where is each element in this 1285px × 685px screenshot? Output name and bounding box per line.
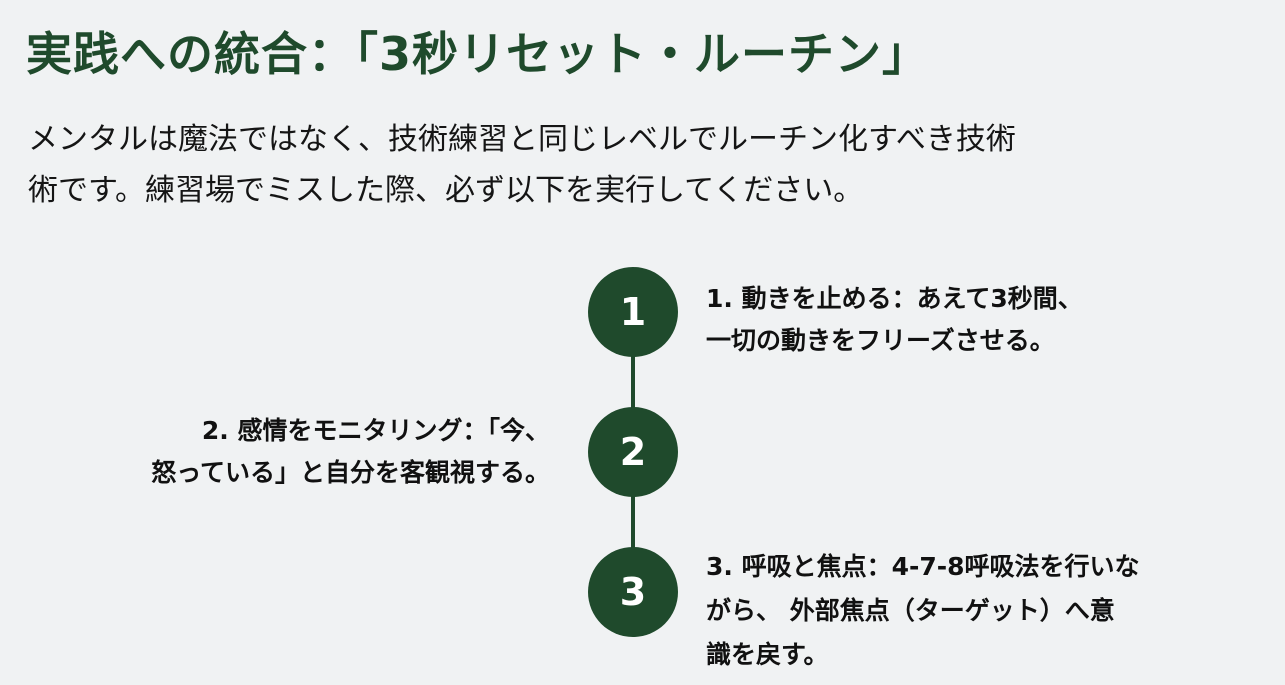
intro-line: メンタルは魔法ではなく、技術練習と同じレベルでルーチン化すべき技術 <box>28 122 1016 157</box>
step-1-badge: 1 <box>588 267 678 357</box>
step-3-text: 3. 呼吸と焦点：4-7-8呼吸法を行いな がら、 外部焦点（ターゲット）へ意 … <box>706 545 1140 677</box>
step-line: 怒っている」と自分を客観視する。 <box>151 458 550 487</box>
step-line: 2. 感情をモニタリング：「今、 <box>201 416 550 445</box>
step-1-text: 1. 動きを止める：あえて3秒間、 一切の動きをフリーズさせる。 <box>706 278 1083 362</box>
step-line: がら、 外部焦点（ターゲット）へ意 <box>706 596 1115 625</box>
step-3-badge: 3 <box>588 547 678 637</box>
step-line: 3. 呼吸と焦点：4-7-8呼吸法を行いな <box>706 552 1140 581</box>
step-line: 1. 動きを止める：あえて3秒間、 <box>706 284 1083 313</box>
intro-line: 術です。練習場でミスした際、必ず以下を実行してください。 <box>28 173 864 208</box>
intro-paragraph: メンタルは魔法ではなく、技術練習と同じレベルでルーチン化すべき技術 術です。練習… <box>28 114 1016 216</box>
step-2-text: 2. 感情をモニタリング：「今、 怒っている」と自分を客観視する。 <box>151 410 550 494</box>
step-line: 識を戻す。 <box>706 640 829 669</box>
step-line: 一切の動きをフリーズさせる。 <box>706 326 1055 355</box>
slide-title: 実践への統合：「3秒リセット・ルーチン」 <box>26 27 930 81</box>
step-2-badge: 2 <box>588 407 678 497</box>
